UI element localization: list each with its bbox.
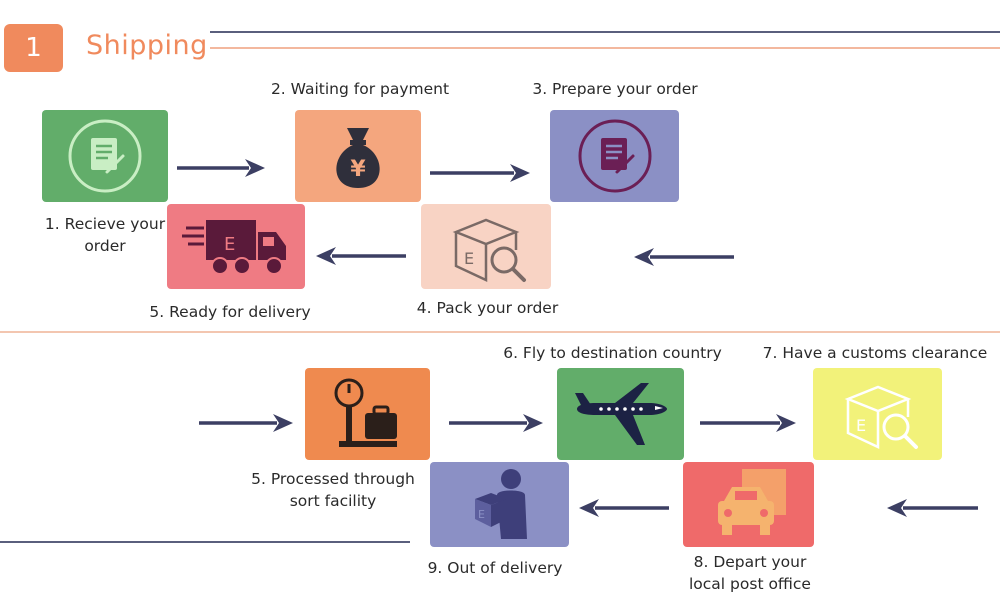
svg-text:E: E	[856, 416, 866, 435]
document-icon	[578, 119, 651, 193]
step-box-customs-clearance: E	[813, 368, 942, 460]
step-box-waiting-payment: ¥	[295, 110, 421, 202]
arrow-right	[175, 157, 267, 179]
step-box-receive-order	[42, 110, 168, 202]
step-label-out-delivery: 9. Out of delivery	[427, 559, 563, 577]
svg-text:¥: ¥	[350, 157, 366, 182]
step-box-sort-facility	[305, 368, 430, 460]
courier-icon: E	[474, 468, 527, 539]
step-label-customs-clearance: 7. Have a customs clearance	[762, 344, 988, 362]
step-label-pack-order: 4. Pack your order	[416, 299, 559, 317]
package-search-icon: E	[452, 218, 526, 282]
arrow-left	[632, 246, 736, 268]
svg-text:E: E	[224, 234, 235, 255]
step-box-depart-post-office	[683, 462, 814, 547]
section-title: Shipping	[86, 30, 208, 61]
arrow-right	[428, 162, 532, 184]
arrow-left	[577, 497, 671, 519]
arrow-left	[885, 497, 980, 519]
step-label-depart-post-office: 8. Depart your local post office	[689, 553, 811, 593]
step-label-waiting-payment: 2. Waiting for payment	[270, 80, 450, 98]
step-box-fly-destination	[557, 368, 684, 460]
step-label-prepare-order: 3. Prepare your order	[532, 80, 698, 98]
step-box-pack-order: E	[421, 204, 551, 289]
step-box-ready-delivery: E	[167, 204, 305, 289]
header-rule-light	[210, 47, 1000, 49]
document-icon	[68, 119, 142, 193]
car-icon	[717, 468, 786, 535]
step-label-sort-facility: 5. Processed through sort facility	[251, 470, 415, 510]
section-divider	[0, 331, 1000, 333]
arrow-right	[447, 412, 545, 434]
step-number-badge: 1	[4, 24, 63, 72]
weighing-scale-icon	[334, 378, 397, 447]
step-label-ready-delivery: 5. Ready for delivery	[149, 303, 311, 321]
step-label-receive-order: 1. Recieve your order	[44, 215, 166, 255]
svg-text:E: E	[478, 508, 485, 521]
step-label-fly-destination: 6. Fly to destination country	[503, 344, 722, 362]
bottom-rule	[0, 541, 410, 543]
step-box-prepare-order	[550, 110, 679, 202]
svg-text:E: E	[464, 249, 474, 268]
arrow-right	[698, 412, 798, 434]
delivery-truck-icon: E	[182, 219, 286, 275]
arrow-left	[314, 245, 408, 267]
money-bag-icon: ¥	[336, 128, 380, 188]
airplane-icon	[574, 383, 667, 445]
step-box-out-delivery: E	[430, 462, 569, 547]
arrow-right	[197, 412, 295, 434]
package-search-icon: E	[844, 385, 918, 449]
header-rule-dark	[210, 31, 1000, 33]
